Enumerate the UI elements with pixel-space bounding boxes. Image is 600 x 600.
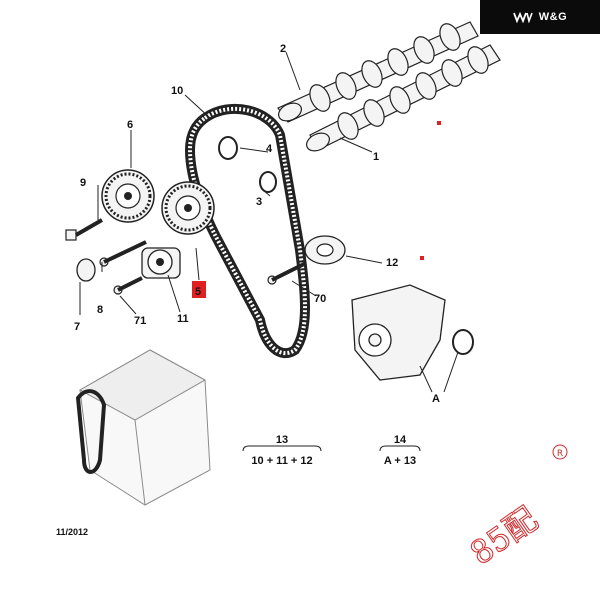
callout-9: 9	[80, 177, 86, 189]
callout-3: 3	[256, 196, 262, 208]
seal-ring-4	[218, 136, 238, 160]
seal-ring-3	[259, 171, 277, 193]
callout-1: 1	[373, 151, 379, 163]
camshaft-sprocket	[101, 169, 155, 223]
timing-belt-inner	[187, 107, 307, 356]
bolt-71	[113, 276, 143, 295]
watermark-registered: R	[557, 449, 563, 459]
plug-7	[76, 258, 96, 282]
date-code: 11/2012	[56, 527, 89, 537]
red-dot	[437, 121, 441, 125]
camshaft-lower	[306, 44, 501, 152]
bolt-9	[65, 218, 103, 241]
formula-13-expression: 10 + 11 + 12	[251, 455, 312, 467]
camshaft-upper	[277, 21, 479, 123]
formula-13: 13 10 + 11 + 12	[242, 434, 322, 467]
formula-14-expression: A + 13	[384, 455, 416, 467]
callout-4: 4	[266, 143, 273, 155]
callout-A: A	[432, 393, 440, 405]
watermark: 85配 R	[463, 444, 568, 573]
callout-71: 71	[134, 315, 146, 327]
callout-12: 12	[386, 257, 398, 269]
callout-5: 5	[195, 286, 201, 298]
belt-tensioner	[141, 247, 181, 279]
watermark-text: 85配	[463, 500, 544, 573]
red-dot	[420, 256, 424, 260]
bolt-8	[99, 240, 147, 267]
callout-6: 6	[127, 119, 133, 131]
bolt-70	[267, 261, 307, 285]
highlight-box-5	[192, 281, 206, 298]
water-pump	[351, 284, 446, 381]
variable-valve-sprocket	[161, 181, 215, 235]
callout-11: 11	[177, 313, 189, 325]
brand-bar: W&G	[480, 0, 600, 34]
callout-2: 2	[280, 43, 286, 55]
brand-logo-icon	[512, 11, 533, 23]
formula-13-number: 13	[276, 434, 288, 446]
timing-belt	[184, 104, 310, 359]
water-pump-oring	[452, 329, 474, 355]
callout-10: 10	[171, 85, 183, 97]
formula-14: 14 A + 13	[379, 434, 421, 467]
idler-roller	[304, 235, 346, 265]
formula-14-number: 14	[394, 434, 407, 446]
callout-8: 8	[97, 304, 103, 316]
callout-70: 70	[314, 293, 326, 305]
brand-name: W&G	[538, 11, 568, 23]
engine-thumbnail-belt	[75, 389, 107, 474]
callout-7: 7	[74, 321, 80, 333]
engine-thumbnail	[78, 349, 211, 506]
